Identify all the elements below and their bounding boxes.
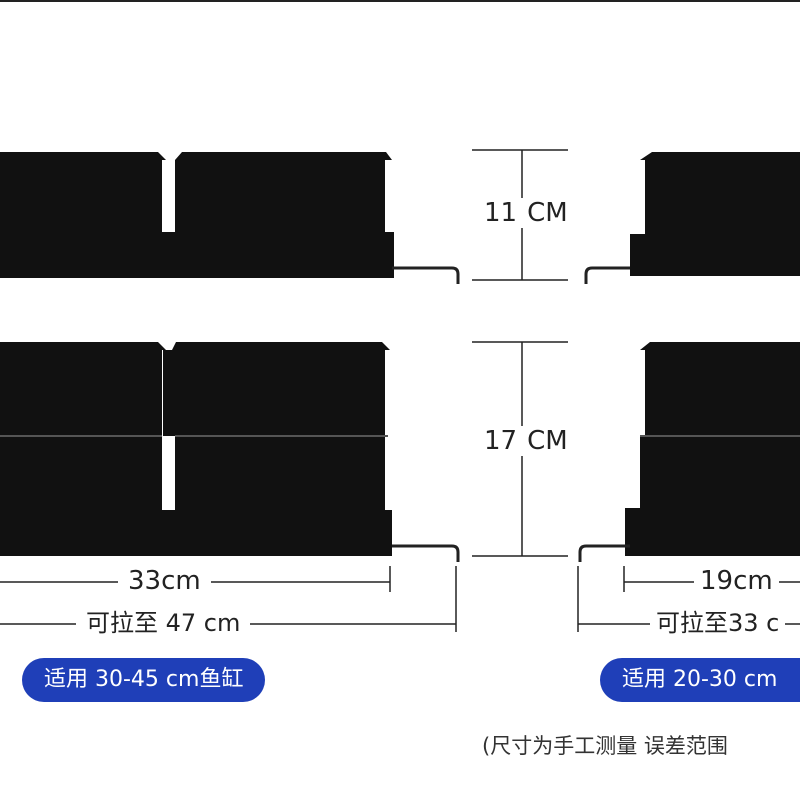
right-width-label: 19cm (694, 566, 779, 596)
height-17-unit: CM (527, 426, 568, 456)
left-double-feeder (0, 342, 392, 556)
right-extended-width-label: 可拉至33 c (650, 608, 786, 638)
measurement-footnote: (尺寸为手工测量 误差范围 (482, 734, 728, 758)
left-single-extension-rod (392, 266, 460, 284)
left-extended-width-label: 可拉至 47 cm (76, 608, 251, 638)
height-17-value: 17 (484, 426, 518, 456)
left-usage-badge: 适用 30-45 cm鱼缸 (22, 658, 266, 702)
left-double-slot (163, 448, 175, 508)
right-single-extension-rod (584, 266, 630, 284)
height-11-value: 11 (484, 198, 518, 228)
left-single-slot (163, 168, 175, 230)
height-17-label: 17 CM (484, 426, 568, 456)
right-double-extension-rod (578, 544, 630, 562)
right-single-feeder (630, 152, 800, 276)
left-double-upper-gap (163, 350, 175, 436)
height-11-unit: CM (527, 198, 568, 228)
right-double-feeder (625, 342, 800, 556)
height-11-label: 11 CM (484, 198, 568, 228)
left-width-label: 33cm (118, 566, 211, 596)
right-usage-badge: 适用 20-30 cm (600, 658, 800, 702)
left-single-feeder (0, 152, 394, 278)
left-double-extension-rod (392, 544, 460, 562)
